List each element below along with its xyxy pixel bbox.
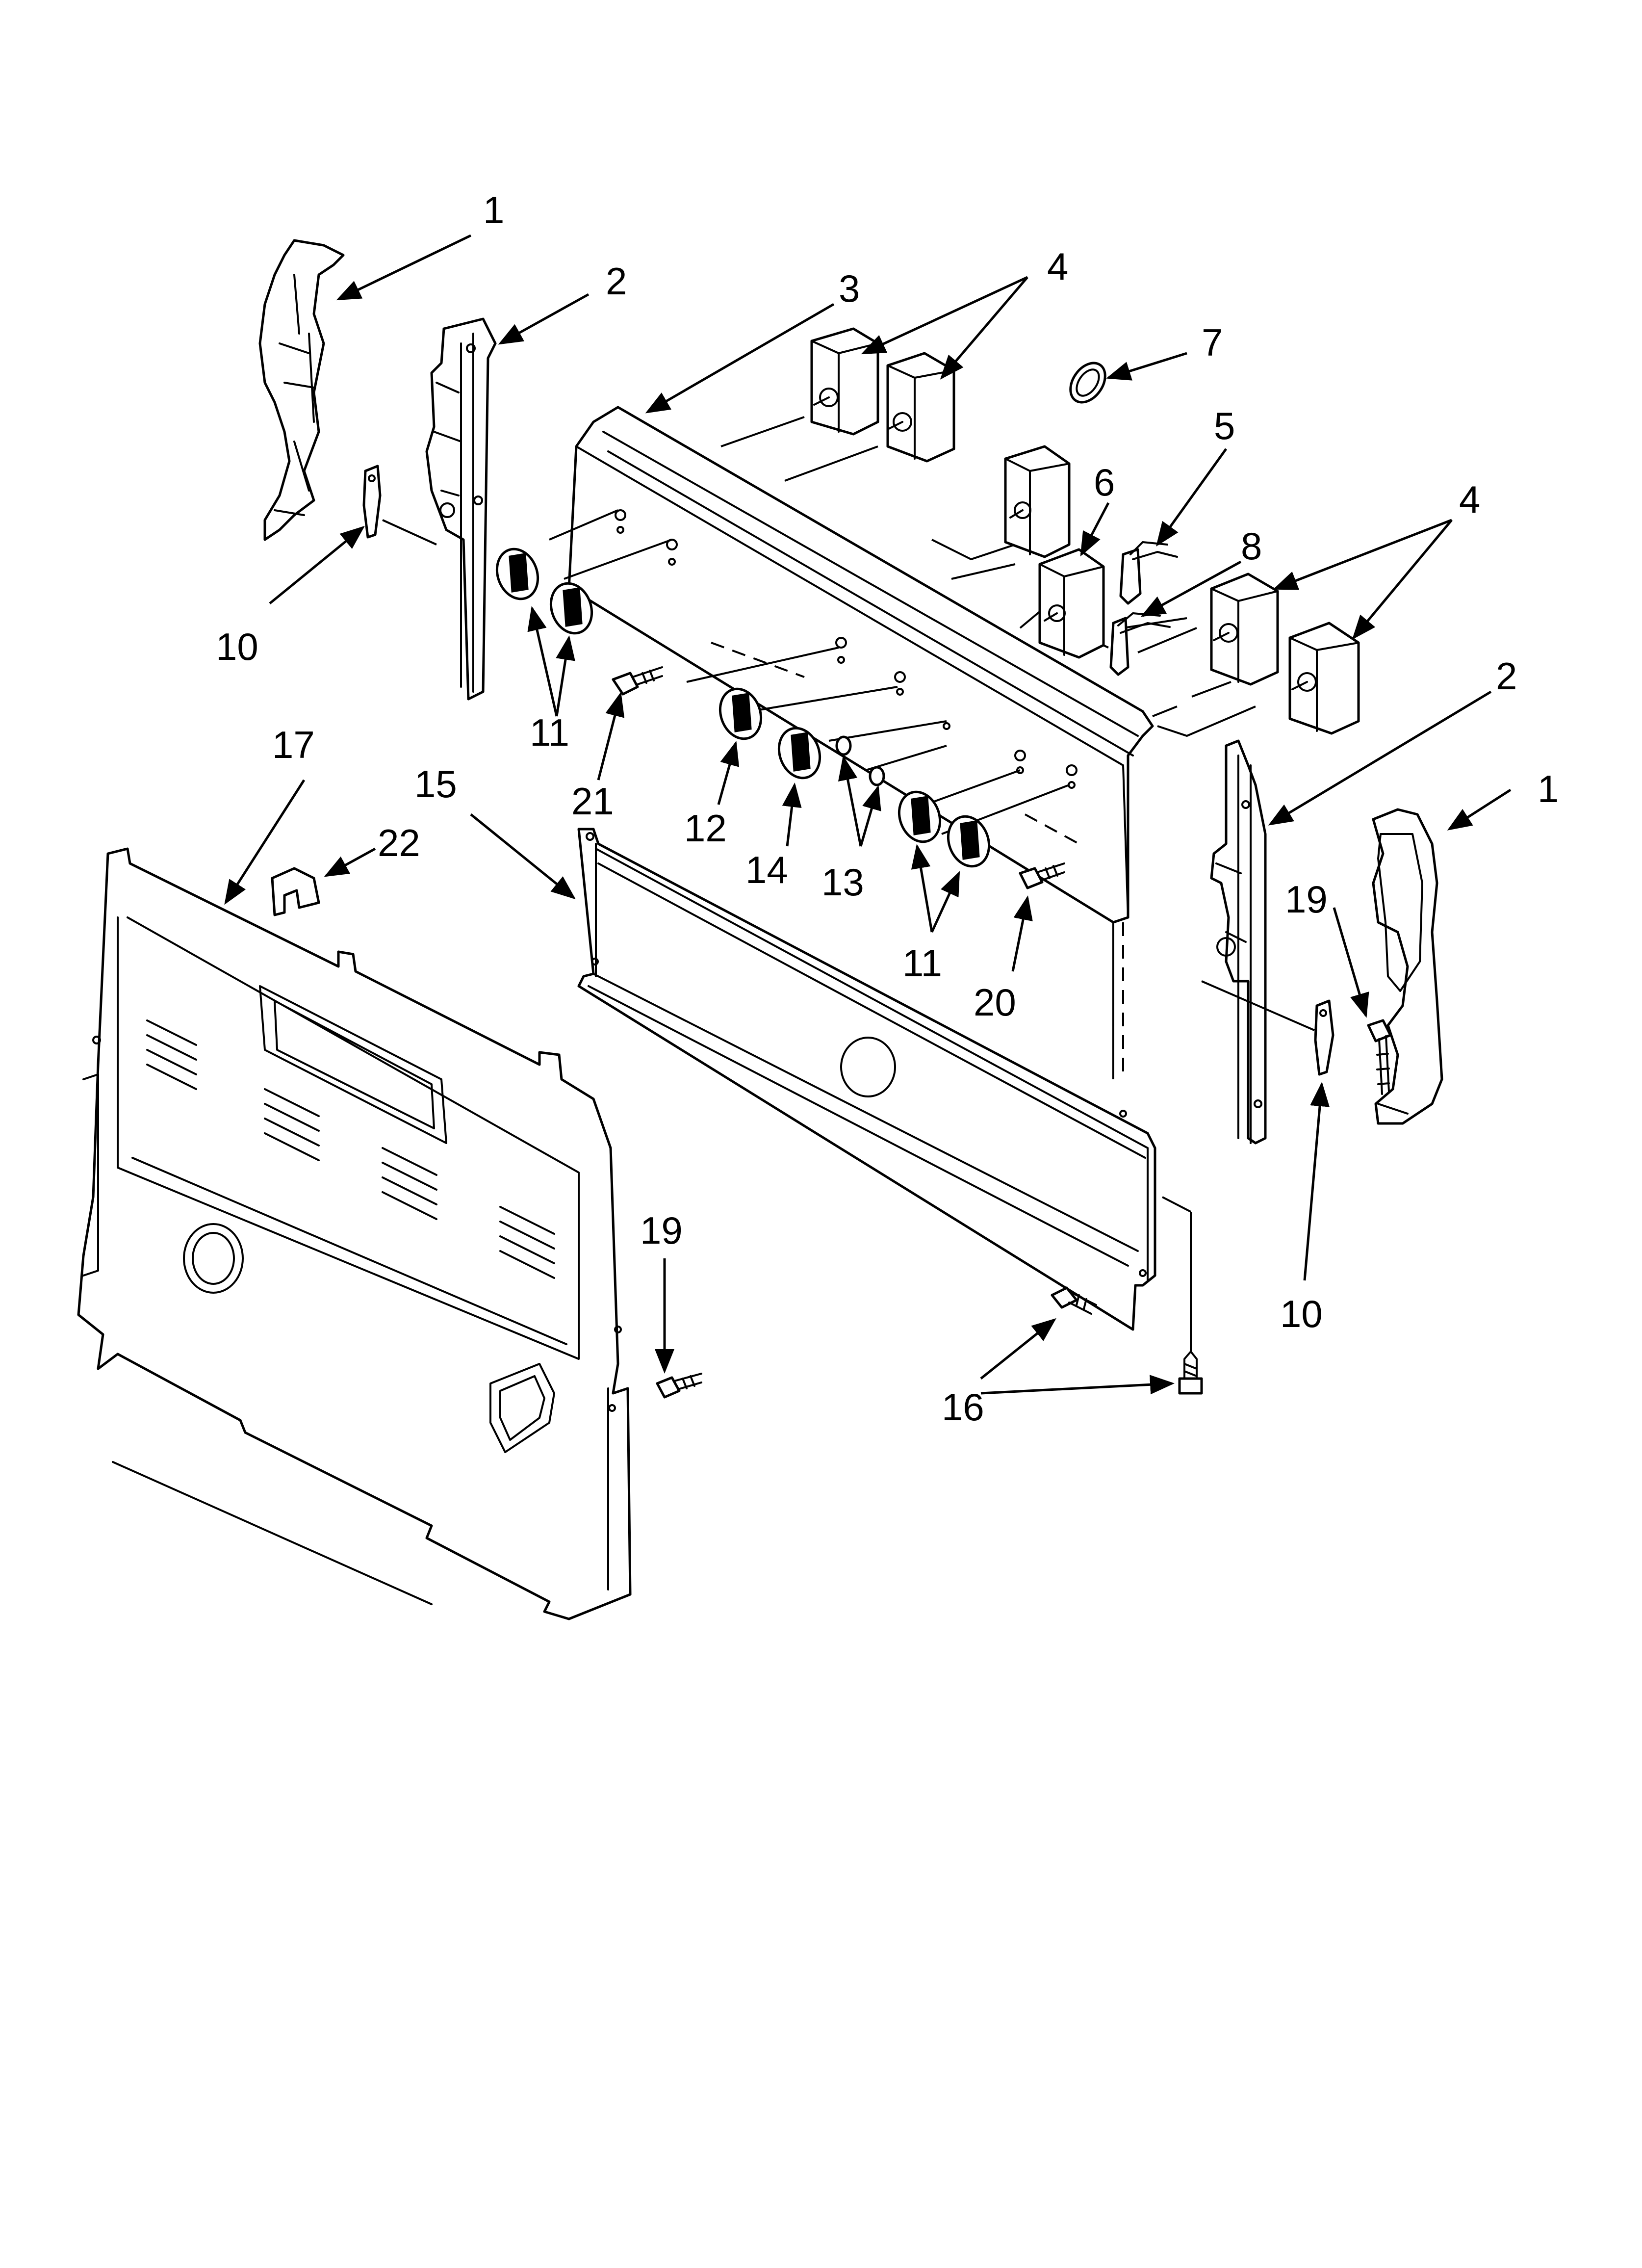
screw-20 — [1019, 862, 1065, 889]
callout-11: 11 — [530, 711, 569, 754]
callout-10: 10 — [216, 625, 258, 668]
callout-13: 13 — [821, 860, 864, 904]
switch-4-lower-right — [1288, 622, 1360, 735]
screw-19-lower — [656, 1373, 702, 1399]
callout-21: 21 — [571, 780, 614, 823]
pins-13 — [835, 735, 885, 786]
callout-19: 19 — [1285, 878, 1328, 921]
callout-20: 20 — [974, 981, 1016, 1024]
callout-10: 10 — [1280, 1292, 1323, 1335]
knob-14 — [777, 727, 821, 780]
knob-12 — [718, 687, 763, 740]
knob-11-c — [898, 790, 942, 843]
clip-22 — [271, 867, 320, 916]
screw-19-upper — [1367, 1019, 1392, 1095]
side-bracket-right — [1201, 739, 1315, 1145]
end-cap-left — [258, 239, 345, 541]
callout-12: 12 — [684, 807, 727, 850]
rear-panel-17 — [77, 847, 632, 1620]
switch-4-upper-right — [886, 352, 955, 463]
ring-7 — [1069, 362, 1106, 404]
switch-4-lower-left — [1210, 573, 1279, 686]
screw-16-b — [1162, 1196, 1203, 1395]
leader-lines — [224, 234, 1512, 1395]
callout-2: 2 — [606, 260, 627, 303]
switch-6 — [1038, 548, 1105, 659]
end-cap-right — [1372, 808, 1443, 1125]
callout-6: 6 — [1094, 461, 1115, 504]
callout-8: 8 — [1241, 524, 1262, 568]
clip-right — [1314, 999, 1334, 1076]
callout-17: 17 — [272, 723, 315, 766]
callout-5: 5 — [1214, 404, 1235, 447]
switch-4-upper-left — [810, 327, 879, 436]
screw-21 — [612, 666, 663, 696]
wire-harness-5 — [1119, 541, 1178, 605]
side-bracket-left — [425, 317, 497, 701]
callout-11: 11 — [902, 941, 942, 985]
callout-2: 2 — [1496, 654, 1517, 698]
callout-14: 14 — [745, 848, 788, 891]
callout-4: 4 — [1459, 478, 1480, 521]
knob-11-b — [549, 582, 593, 635]
knob-11-a — [495, 547, 539, 600]
knob-11-d — [947, 815, 991, 868]
callout-1: 1 — [1538, 767, 1559, 810]
switch-box-upper — [1004, 445, 1071, 558]
callout-1: 1 — [483, 188, 504, 232]
clip-left — [362, 465, 437, 546]
control-panel — [567, 406, 1154, 924]
callout-22: 22 — [378, 821, 420, 864]
callout-3: 3 — [839, 267, 860, 310]
callout-7: 7 — [1202, 321, 1223, 364]
callout-4: 4 — [1047, 245, 1068, 288]
callout-labels: 1 2 3 4 7 5 6 8 4 10 11 21 12 14 13 11 2… — [216, 188, 1559, 1429]
callout-16: 16 — [942, 1385, 984, 1429]
screw-16-a — [1051, 1286, 1097, 1315]
front-panel-15 — [577, 828, 1156, 1331]
callout-19: 19 — [640, 1209, 683, 1252]
callout-15: 15 — [414, 762, 457, 806]
